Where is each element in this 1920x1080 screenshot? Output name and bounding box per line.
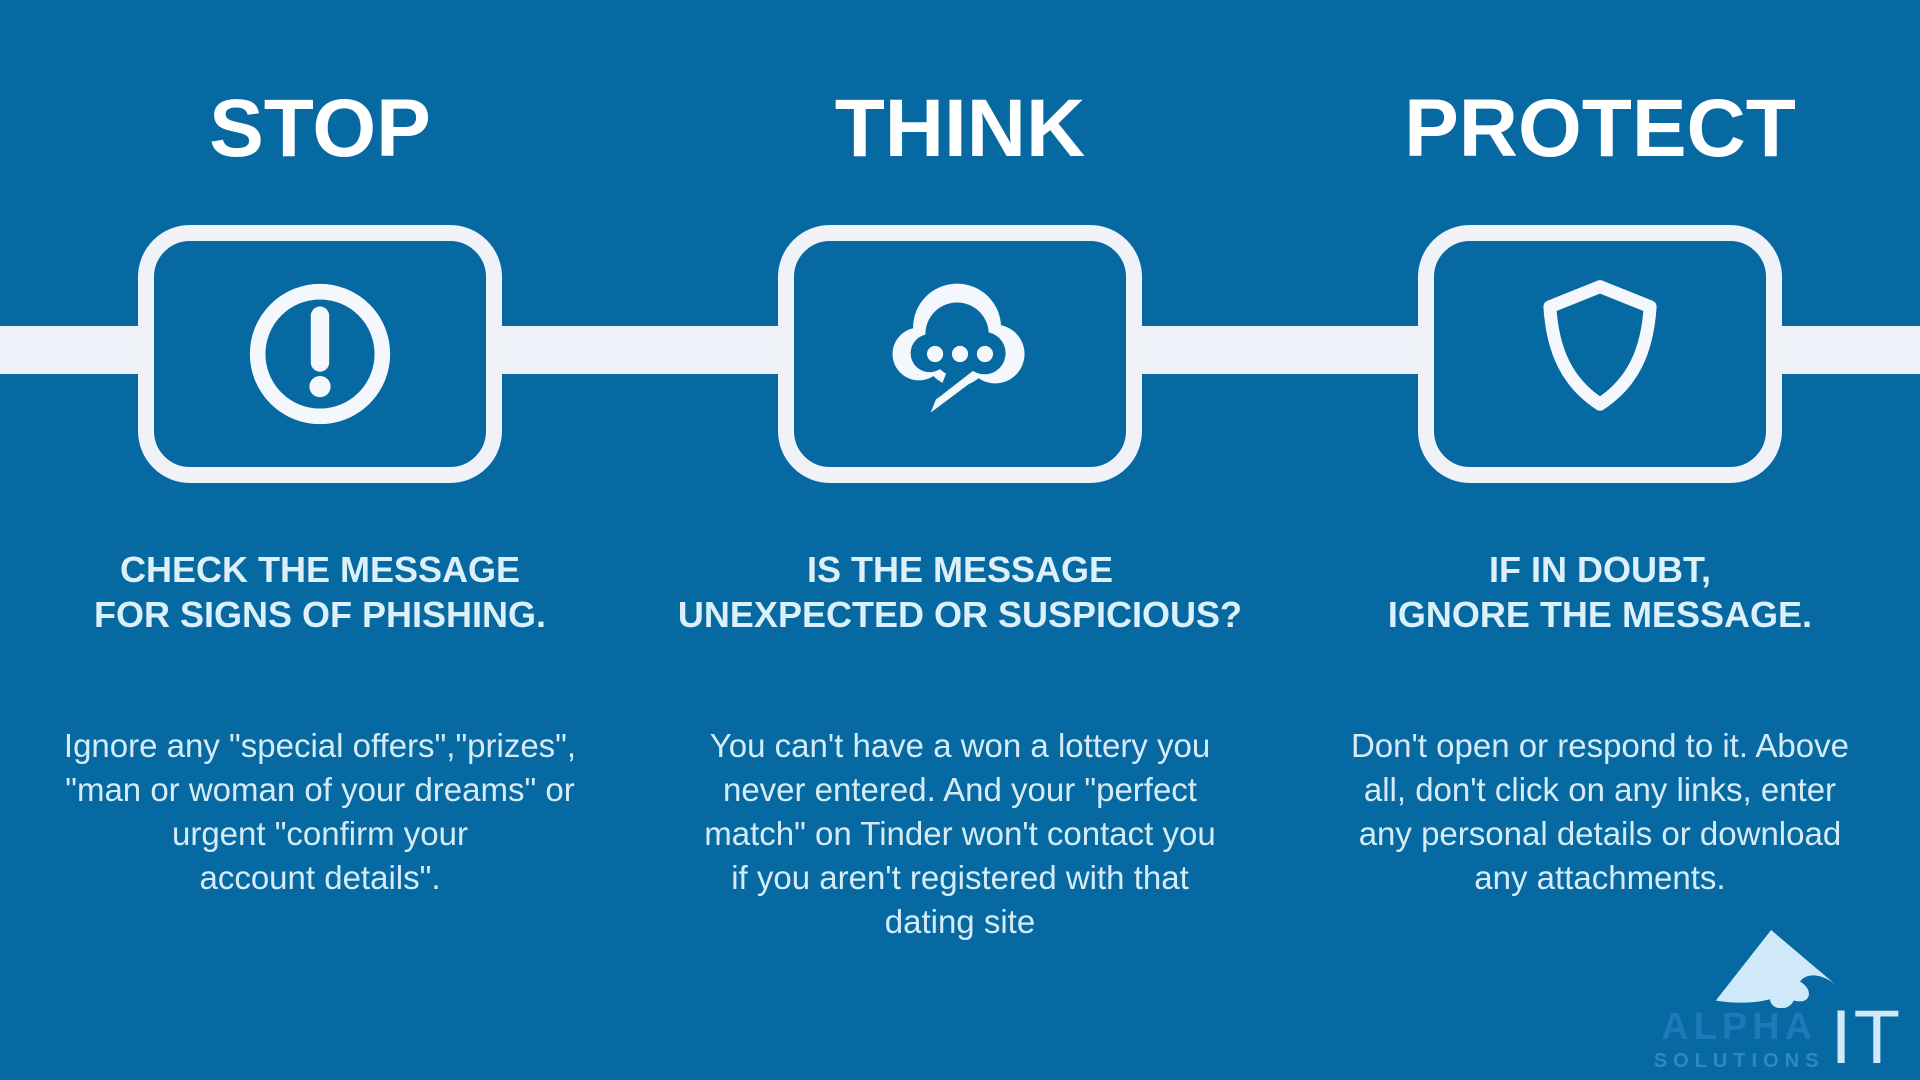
logo-it-text: IT bbox=[1830, 994, 1902, 1080]
shield-icon bbox=[1543, 280, 1657, 411]
logo-text-column: ALPHA SOLUTIONS bbox=[1654, 1008, 1825, 1071]
alpha-mountain-logo-icon bbox=[1716, 929, 1837, 1008]
column-title: PROTECT bbox=[1404, 83, 1796, 174]
column-stop: STOP CHECK THE MESSAGE FOR SIGNS OF PHIS… bbox=[0, 0, 640, 1080]
alpha-it-logo: ALPHA SOLUTIONS IT bbox=[1654, 920, 1902, 1080]
column-subtitle: CHECK THE MESSAGE FOR SIGNS OF PHISHING. bbox=[93, 549, 547, 635]
logo-solutions-text: SOLUTIONS bbox=[1653, 1049, 1825, 1072]
column-body: Don't open or respond to it. Above all, … bbox=[1350, 727, 1849, 896]
column-body: You can't have a won a lottery you never… bbox=[704, 727, 1216, 940]
column-subtitle: IF IN DOUBT, IGNORE THE MESSAGE. bbox=[1387, 549, 1812, 635]
alert-circle-icon bbox=[249, 283, 391, 425]
column-subtitle: IS THE MESSAGE UNEXPECTED OR SUSPICIOUS? bbox=[677, 549, 1243, 635]
icon-box bbox=[1417, 225, 1782, 483]
thought-bubble-icon bbox=[892, 283, 1025, 413]
icon-box bbox=[777, 225, 1142, 483]
icon-box bbox=[137, 225, 502, 483]
column-title: THINK bbox=[834, 83, 1086, 174]
column-title: STOP bbox=[209, 83, 431, 174]
logo-brand-text: ALPHA bbox=[1661, 1005, 1818, 1048]
column-body: Ignore any "special offers","prizes", "m… bbox=[63, 727, 577, 896]
column-protect: PROTECT IF IN DOUBT, IGNORE THE MESSAGE.… bbox=[1280, 0, 1920, 1080]
column-think: THINK bbox=[640, 0, 1280, 1080]
logo-text-row: ALPHA SOLUTIONS IT bbox=[1654, 994, 1902, 1080]
